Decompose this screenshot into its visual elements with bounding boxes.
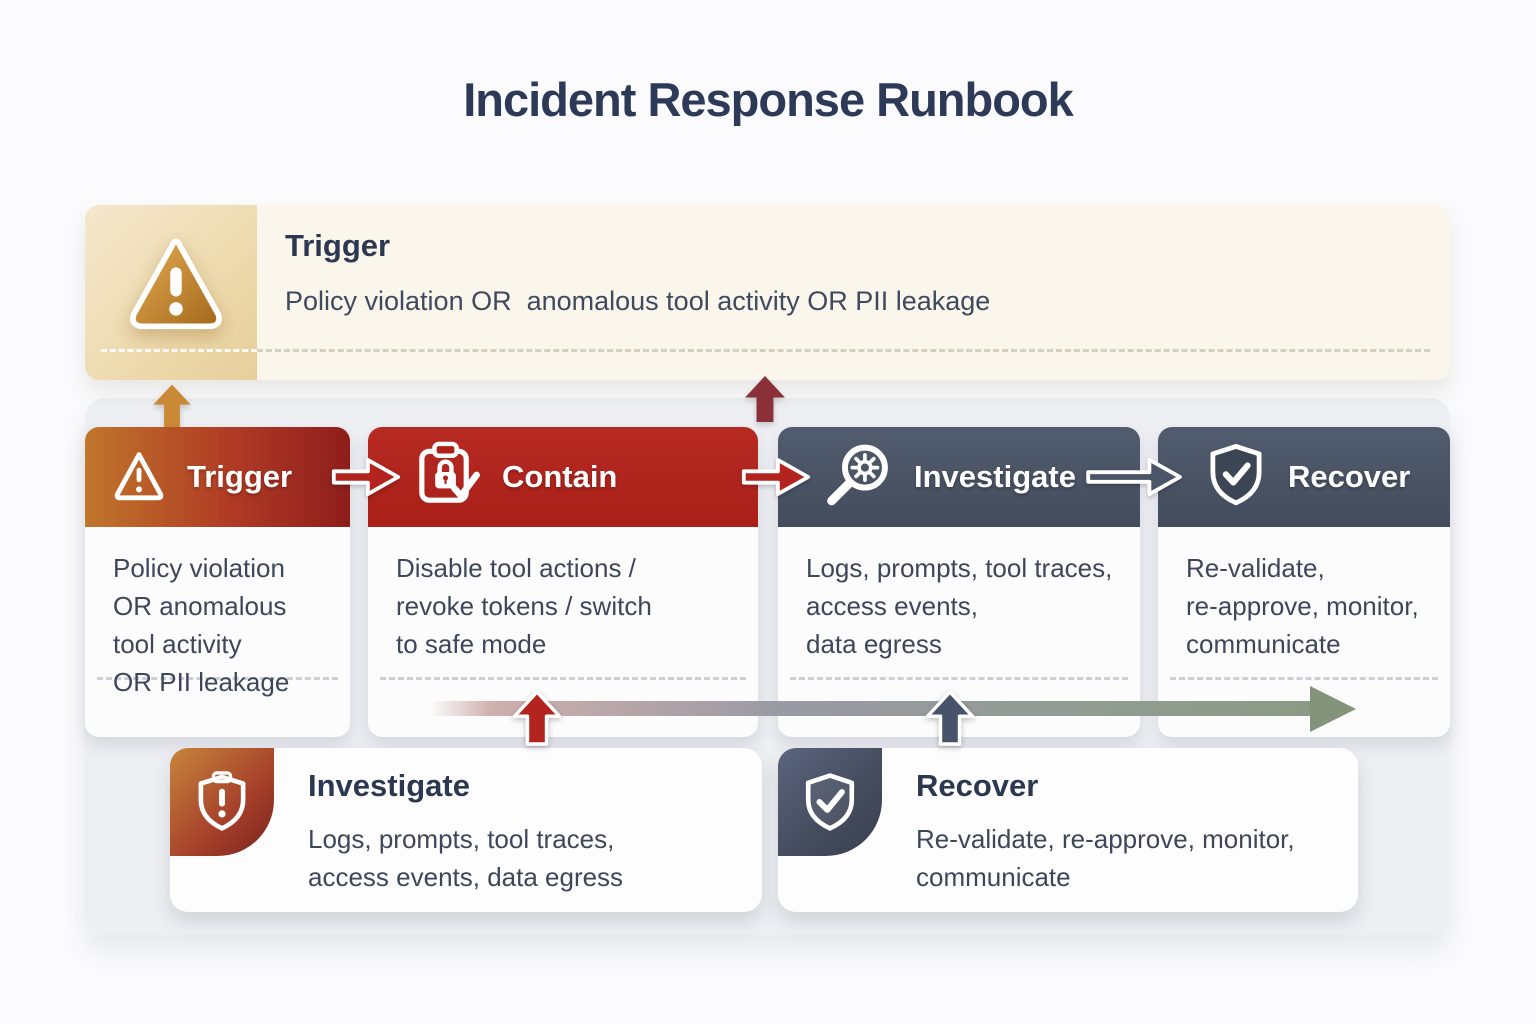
flow-card-contain: Contain Disable tool actions / revoke to… — [368, 427, 758, 737]
flow-card-trigger-header: Trigger — [85, 427, 350, 527]
flow-card-label: Trigger — [187, 459, 293, 494]
up-arrow-amber — [150, 383, 194, 434]
right-arrow-red — [740, 455, 812, 504]
banner-dashed-line — [101, 349, 257, 352]
flow-card-recover-header: Recover — [1158, 427, 1450, 527]
right-arrow-red — [330, 455, 402, 504]
flow-card-contain-header: Contain — [368, 427, 758, 527]
right-arrow-slate — [1086, 455, 1186, 504]
flow-card-body: Logs, prompts, tool traces, access event… — [806, 553, 1113, 659]
bottom-card-investigate: Investigate Logs, prompts, tool traces, … — [170, 748, 762, 912]
card-dashed-line — [790, 677, 1128, 680]
flow-bar-arrowhead-icon — [1310, 686, 1356, 732]
warning-triangle-icon — [122, 230, 230, 343]
card-dashed-line — [97, 677, 338, 680]
bottom-card-body: Logs, prompts, tool traces, access event… — [308, 824, 624, 892]
shield-alert-icon — [170, 748, 274, 856]
bottom-card-recover: Recover Re-validate, re-approve, monitor… — [778, 748, 1358, 912]
magnifier-gear-icon — [822, 438, 896, 517]
shield-check-icon — [778, 748, 882, 856]
warning-triangle-icon — [109, 445, 169, 510]
flow-card-label: Investigate — [914, 459, 1076, 494]
card-dashed-line — [380, 677, 746, 680]
bottom-card-heading: Investigate — [308, 768, 470, 803]
flow-card-trigger: Trigger Policy violation OR anomalous to… — [85, 427, 350, 737]
flow-card-investigate: Investigate Logs, prompts, tool traces, … — [778, 427, 1140, 737]
up-arrow-dark-red — [742, 369, 788, 434]
flow-card-label: Recover — [1288, 459, 1411, 494]
bottom-card-heading: Recover — [916, 768, 1039, 803]
up-arrow-slate — [924, 688, 976, 753]
flow-card-body: Re-validate, re-approve, monitor, commun… — [1186, 553, 1419, 659]
flow-card-recover: Recover Re-validate, re-approve, monitor… — [1158, 427, 1450, 737]
flow-card-investigate-header: Investigate — [778, 427, 1140, 527]
banner-body-text: Policy violation OR anomalous tool activ… — [285, 286, 991, 316]
card-dashed-line — [1170, 677, 1438, 680]
shield-check-icon — [1202, 441, 1270, 514]
flow-card-label: Contain — [502, 459, 618, 494]
flow-gradient-bar — [430, 701, 1312, 716]
page-title: Incident Response Runbook — [463, 73, 1074, 126]
flow-card-body: Policy violation OR anomalous tool activ… — [113, 553, 290, 697]
up-arrow-red — [511, 688, 563, 753]
banner-heading: Trigger — [285, 228, 391, 263]
bottom-card-body: Re-validate, re-approve, monitor, commun… — [916, 824, 1295, 892]
clipboard-lock-check-icon — [410, 438, 484, 517]
banner-dashed-line — [257, 349, 1430, 352]
flow-card-body: Disable tool actions / revoke tokens / s… — [396, 553, 652, 659]
